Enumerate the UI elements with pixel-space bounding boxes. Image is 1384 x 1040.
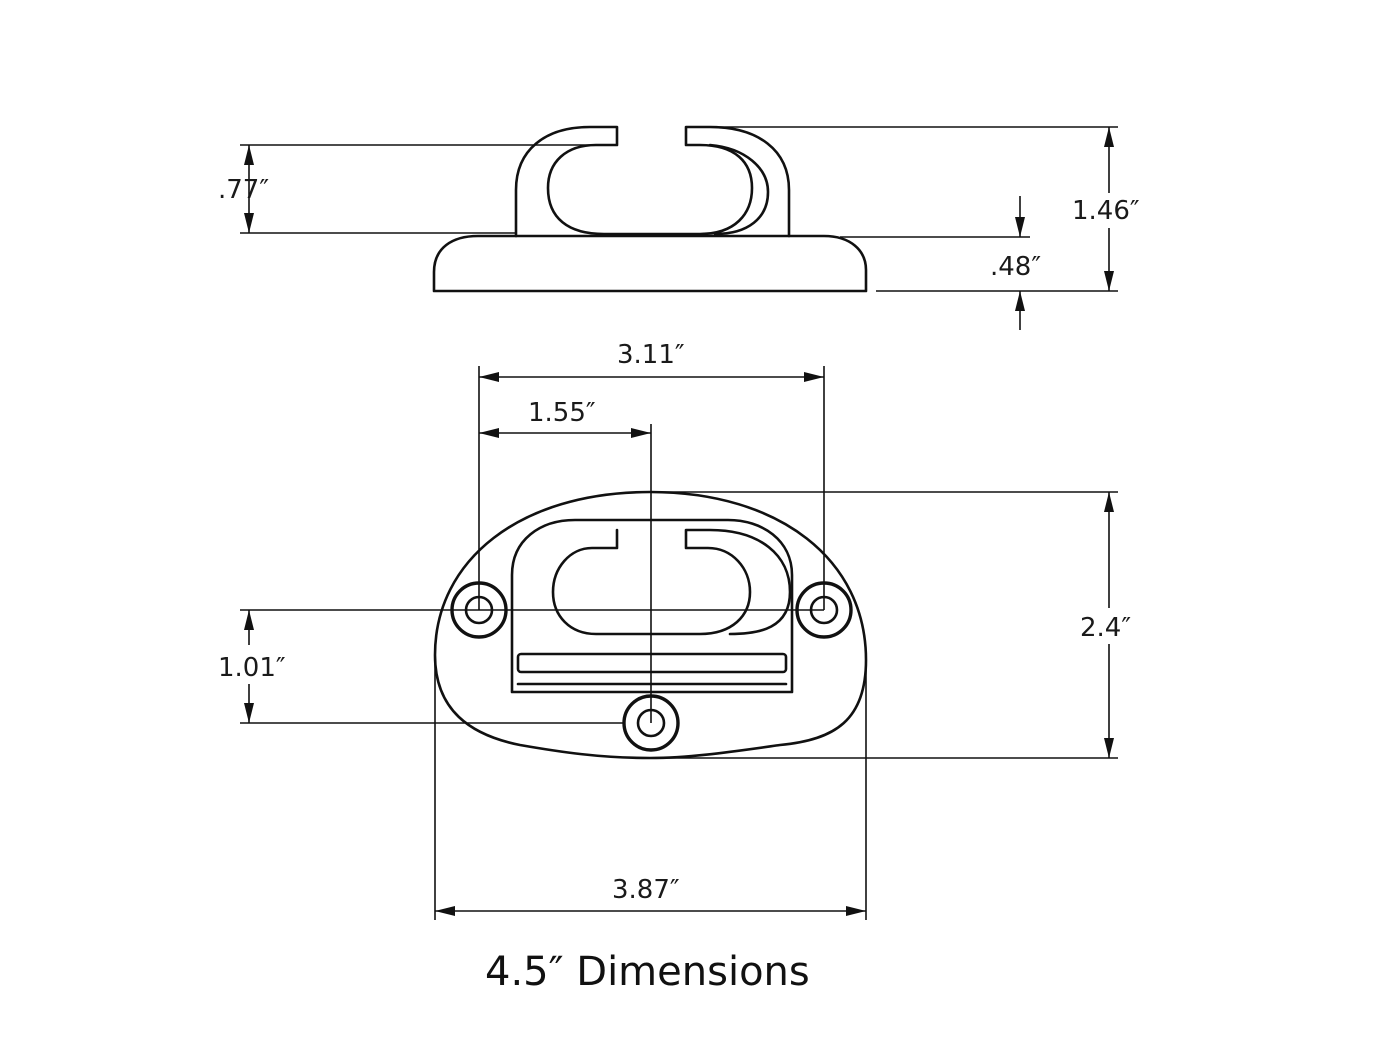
top-pocket	[510, 518, 794, 694]
dim-label-clip-height: .77″	[218, 175, 269, 205]
arrow-48-bottom	[1015, 291, 1025, 311]
arrow-24-bottom	[1104, 738, 1114, 758]
side-clip-slot	[708, 143, 770, 236]
arrow-146-top	[1104, 127, 1114, 147]
dim-label-half-spacing: 1.55″	[528, 398, 596, 428]
top-base-outline	[433, 490, 868, 760]
dim-label-overall-width: 3.87″	[612, 875, 680, 905]
arrow-101-bottom	[244, 703, 254, 723]
arrow-155-right	[631, 428, 651, 438]
top-clip-loop	[551, 528, 792, 636]
side-view: .77″ 1.46″ .48″	[218, 125, 1140, 330]
dim-label-overall-height: 1.46″	[1072, 196, 1140, 226]
dim-label-depth: 2.4″	[1080, 613, 1131, 643]
arrow-387-right	[846, 906, 866, 916]
top-front-bar	[516, 652, 788, 674]
arrow-311-right	[804, 372, 824, 382]
arrow-24-top	[1104, 492, 1114, 512]
dim-label-base-height: .48″	[990, 252, 1041, 282]
arrow-101-top	[244, 610, 254, 630]
arrow-77-top	[244, 145, 254, 165]
arrow-387-left	[435, 906, 455, 916]
side-base	[432, 234, 868, 293]
side-clip-outer	[514, 125, 791, 238]
arrow-77-bottom	[244, 213, 254, 233]
dim-label-hole-spacing: 3.11″	[617, 340, 685, 370]
arrow-311-left	[479, 372, 499, 382]
arrow-146-bottom	[1104, 271, 1114, 291]
top-view: 3.11″ 1.55″ 2.4″ 1.01″ 3.87″	[218, 340, 1131, 920]
drawing-title: 4.5″ Dimensions	[485, 949, 810, 995]
arrow-155-left	[479, 428, 499, 438]
arrow-48-top	[1015, 217, 1025, 237]
dim-label-hole-offset: 1.01″	[218, 653, 286, 683]
